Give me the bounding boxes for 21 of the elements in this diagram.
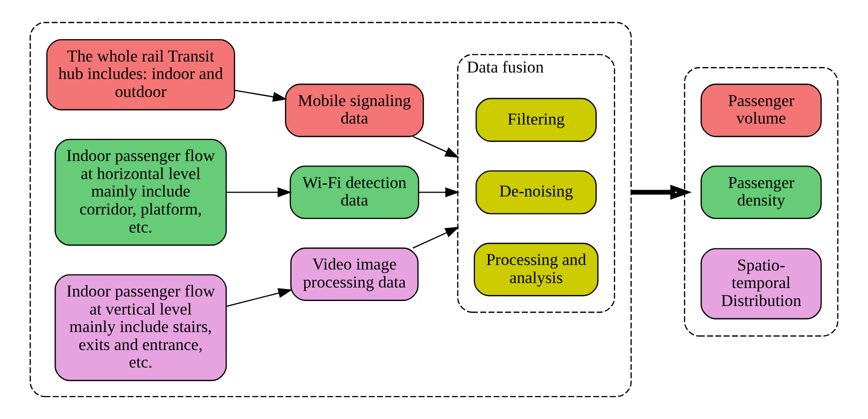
node-box: Video image processing data xyxy=(290,248,419,301)
cluster xyxy=(30,22,632,398)
arrow xyxy=(631,184,692,200)
node-box: Processing and analysis xyxy=(474,242,598,296)
node-box: De-noising xyxy=(476,170,597,214)
node-box: The whole rail Transit hub includes: indoor and outdoor xyxy=(46,39,236,110)
node-box: Wi-Fi detection data xyxy=(290,166,420,219)
arrow xyxy=(226,288,292,307)
node-box: Passenger volume xyxy=(700,84,822,138)
node-box: Spatio-temporal Distribution xyxy=(700,248,822,320)
arrow xyxy=(412,136,460,158)
arrow xyxy=(418,187,460,198)
arrow xyxy=(226,187,292,198)
node-box: Filtering xyxy=(476,98,597,142)
arrow xyxy=(412,226,460,249)
node-box: Indoor passenger flow at vertical level mainly include stairs, exits and entrance, etc. xyxy=(54,274,227,382)
cluster xyxy=(684,67,838,337)
node-box: Passenger density xyxy=(700,166,822,219)
arrow xyxy=(234,90,288,102)
node-box: Indoor passenger flow at horizontal level mainly include corridor, platform, etc. xyxy=(54,138,227,246)
node-box: Mobile signaling data xyxy=(284,84,424,138)
